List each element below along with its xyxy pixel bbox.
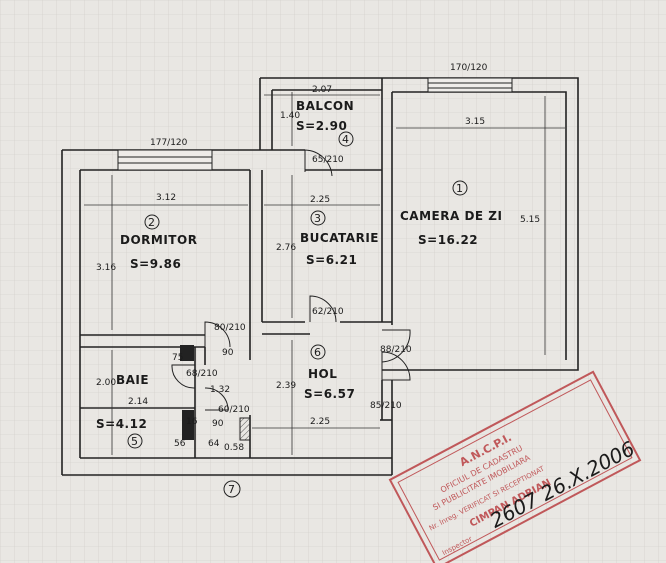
dim-camera-length: 5.15 xyxy=(520,215,540,225)
room-5-number: 5 xyxy=(131,435,138,448)
dim-dormitor-length: 3.16 xyxy=(96,263,116,273)
dim-window-top: 170/120 xyxy=(450,63,488,73)
dim-door-90: 90 xyxy=(222,348,234,358)
dim-camera-width: 3.15 xyxy=(465,117,485,127)
dimension-lines xyxy=(84,92,565,455)
dim-door-entry: 85/210 xyxy=(370,401,402,411)
room-3-area: S=6.21 xyxy=(306,253,357,267)
dim-bucatarie-width: 2.25 xyxy=(310,195,330,205)
room-5-area: S=4.12 xyxy=(96,417,147,431)
dim-balcon-depth: 1.40 xyxy=(280,111,300,121)
dimension-labels: 2.07 1.40 170/120 3.15 5.15 177/120 3.12… xyxy=(96,63,540,449)
dim-small-a: 75 xyxy=(172,353,183,363)
room-1-name: CAMERA DE ZI xyxy=(400,209,502,223)
shaft-hatched xyxy=(180,345,194,361)
room-number-circle xyxy=(127,433,143,449)
dim-door-bucatarie: 62/210 xyxy=(312,307,344,317)
room-labels: 1 CAMERA DE ZI S=16.22 2 DORMITOR S=9.86… xyxy=(96,99,502,498)
cadastre-stamp: A.N.C.P.I. OFICIUL DE CADASTRU SI PUBLIC… xyxy=(388,370,642,563)
dim-balcon-width: 2.07 xyxy=(312,85,332,95)
room-number-circle xyxy=(310,210,326,226)
windows xyxy=(117,77,513,171)
dim-door-camera: 88/210 xyxy=(380,345,412,355)
dim-door-dormitor: 80/210 xyxy=(214,323,246,333)
room-3-name: BUCATARIE xyxy=(300,231,379,245)
dim-hol-width: 2.25 xyxy=(310,417,330,427)
shaft-dark xyxy=(182,410,194,440)
dim-baie-height: 1.32 xyxy=(210,385,230,395)
room-7-number: 7 xyxy=(228,483,235,496)
room-number-circle xyxy=(452,180,468,196)
room-4-area: S=2.90 xyxy=(296,119,347,133)
room-6-area: S=6.57 xyxy=(304,387,355,401)
dim-door-balcon: 65/210 xyxy=(312,155,344,165)
room-5-name: BAIE xyxy=(116,373,149,387)
dim-bucatarie-length: 2.76 xyxy=(276,243,296,253)
room-2-name: DORMITOR xyxy=(120,233,197,247)
room-2-number: 2 xyxy=(148,216,155,229)
dim-small-c: 64 xyxy=(208,439,220,449)
room-number-circle xyxy=(310,344,326,360)
room-number-circle xyxy=(338,131,354,147)
dim-small-d: 90 xyxy=(212,419,224,429)
door-swings xyxy=(171,149,411,411)
dim-baie-width: 2.14 xyxy=(128,397,148,407)
dim-dormitor-width: 3.12 xyxy=(156,193,176,203)
room-2-area: S=9.86 xyxy=(130,257,181,271)
room-1-number: 1 xyxy=(456,182,463,195)
dim-small-e: 16 xyxy=(186,417,198,427)
dim-hol-length: 2.39 xyxy=(276,381,296,391)
dim-baie-length: 2.00 xyxy=(96,378,116,388)
room-1-area: S=16.22 xyxy=(418,233,478,247)
room-4-number: 4 xyxy=(342,133,349,146)
room-number-circle xyxy=(144,214,160,230)
room-number-circle xyxy=(223,480,241,498)
room-6-number: 6 xyxy=(314,346,321,359)
room-7-area: 0.58 xyxy=(224,443,244,453)
dim-small-b: 56 xyxy=(174,439,186,449)
dim-window-dormitor: 177/120 xyxy=(150,138,188,148)
room-6-name: HOL xyxy=(308,367,337,381)
room-3-number: 3 xyxy=(314,212,321,225)
dim-small-f: 60/210 xyxy=(218,405,250,415)
dim-door-baie: 68/210 xyxy=(186,369,218,379)
room-4-name: BALCON xyxy=(296,99,354,113)
shaft-wc xyxy=(239,417,251,441)
